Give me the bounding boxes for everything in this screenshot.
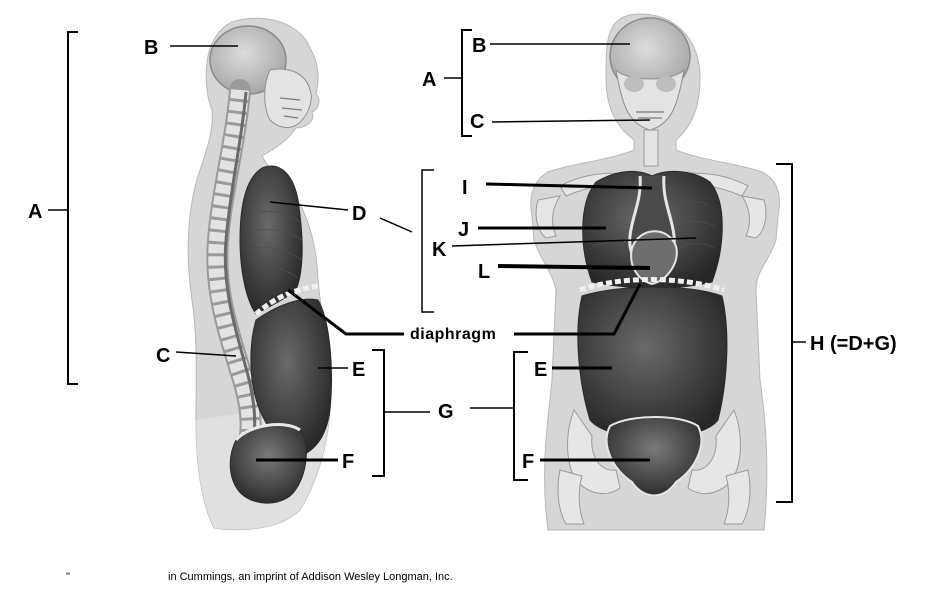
label-front-J: J bbox=[458, 219, 469, 241]
diaphragm-front bbox=[579, 277, 725, 293]
label-front-K: K bbox=[432, 239, 447, 261]
label-side-F: F bbox=[342, 451, 354, 473]
label-front-L: L bbox=[478, 261, 490, 283]
spinal-column bbox=[206, 79, 262, 447]
pelvic-cavity-front bbox=[605, 416, 703, 497]
leader-lines bbox=[48, 29, 806, 503]
label-side-E: E bbox=[352, 359, 365, 381]
label-front-B: B bbox=[472, 35, 486, 57]
front-view-figure bbox=[530, 13, 780, 531]
side-view-figure bbox=[187, 17, 332, 531]
pelvis-bones bbox=[557, 408, 751, 525]
label-side-A: A bbox=[28, 201, 42, 223]
label-H: H (=D+G) bbox=[810, 333, 897, 355]
label-side-C: C bbox=[156, 345, 170, 367]
pericardial-cavity-front bbox=[630, 230, 678, 286]
label-side-B: B bbox=[144, 37, 158, 59]
label-diaphragm: diaphragm bbox=[410, 326, 496, 343]
label-front-A: A bbox=[422, 69, 436, 91]
thoracic-cavity-side bbox=[239, 165, 303, 315]
credit-text: in Cummings, an imprint of Addison Wesle… bbox=[168, 571, 453, 583]
diaphragm-side bbox=[254, 283, 319, 316]
credit-mark: " bbox=[66, 571, 70, 583]
label-G: G bbox=[438, 401, 454, 423]
label-front-E: E bbox=[534, 359, 547, 381]
label-side-D: D bbox=[352, 203, 366, 225]
label-front-C: C bbox=[470, 111, 484, 133]
abdominopelvic-cavity-front bbox=[577, 286, 728, 439]
label-front-F: F bbox=[522, 451, 534, 473]
background-smudge bbox=[0, 420, 939, 596]
label-layer: A B C D E F A B C I J K L E F G diaphrag… bbox=[28, 35, 897, 583]
abdominopelvic-cavity-side bbox=[250, 298, 332, 457]
label-front-I: I bbox=[462, 177, 468, 199]
